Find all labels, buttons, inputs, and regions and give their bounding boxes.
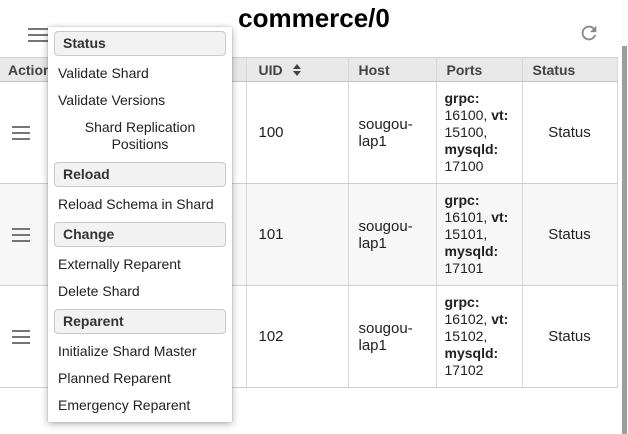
port-label: grpc:: [444, 192, 480, 208]
column-header-status: Status: [522, 57, 618, 82]
scrollbar-track[interactable]: [621, 0, 628, 434]
status-cell[interactable]: Status: [522, 81, 618, 184]
hamburger-bar: [12, 239, 30, 242]
port-label: mysqld:: [444, 345, 499, 361]
port-value: 15100,: [444, 124, 488, 140]
menu-section-status: Status Validate Shard Validate Versions …: [48, 31, 232, 158]
status-cell[interactable]: Status: [522, 183, 618, 286]
row-hamburger-menu-icon[interactable]: [12, 329, 30, 344]
menu-item-reload-schema-in-shard[interactable]: Reload Schema in Shard: [58, 196, 214, 212]
menu-section-header: Reparent: [54, 309, 226, 334]
hamburger-bar: [28, 28, 48, 30]
column-header-ports: Ports: [436, 57, 523, 82]
column-header-host: Host: [348, 57, 437, 82]
sort-down-arrow: [292, 70, 301, 76]
port-label: mysqld:: [444, 141, 499, 157]
port-value: 16100,: [444, 107, 492, 123]
menu-section-reload: Reload Reload Schema in Shard: [48, 162, 232, 218]
hamburger-bar: [12, 125, 30, 128]
port-label: grpc:: [444, 294, 480, 310]
status-cell[interactable]: Status: [522, 285, 618, 388]
port-label: mysqld:: [444, 243, 499, 259]
hamburger-menu-icon[interactable]: [28, 28, 48, 42]
port-value: 16101,: [444, 209, 492, 225]
menu-item-initialize-shard-master[interactable]: Initialize Shard Master: [58, 343, 197, 359]
hamburger-bar: [28, 40, 48, 42]
sort-arrows-icon[interactable]: [292, 63, 301, 76]
menu-item-shard-replication-positions[interactable]: Shard Replication Positions: [84, 119, 196, 152]
page-title: commerce/0: [238, 3, 390, 33]
row-hamburger-menu-icon[interactable]: [12, 227, 30, 242]
port-value: 17102: [444, 362, 484, 378]
port-label: grpc:: [444, 90, 480, 106]
port-label: vt:: [491, 311, 509, 327]
menu-section-header: Reload: [54, 162, 226, 187]
column-header-uid[interactable]: UID: [246, 57, 349, 82]
uid-cell: 101: [246, 183, 349, 286]
host-cell: sougou-lap1: [348, 183, 437, 286]
port-label: vt:: [491, 209, 509, 225]
port-value: 15101,: [444, 226, 488, 242]
port-value: 17100: [444, 158, 484, 174]
refresh-icon[interactable]: [578, 22, 600, 44]
hamburger-bar: [12, 233, 30, 236]
hamburger-bar: [12, 341, 30, 344]
hamburger-bar: [12, 227, 30, 230]
port-value: 16102,: [444, 311, 492, 327]
menu-item-validate-versions[interactable]: Validate Versions: [58, 92, 166, 108]
port-value: 17101: [444, 260, 484, 276]
menu-item-validate-shard[interactable]: Validate Shard: [58, 65, 149, 81]
hamburger-bar: [12, 137, 30, 140]
menu-item-delete-shard[interactable]: Delete Shard: [58, 283, 140, 299]
hamburger-bar: [28, 34, 48, 36]
menu-item-emergency-reparent[interactable]: Emergency Reparent: [58, 397, 191, 413]
row-hamburger-menu-icon[interactable]: [12, 125, 30, 140]
host-cell: sougou-lap1: [348, 81, 437, 184]
host-cell: sougou-lap1: [348, 285, 437, 388]
ports-cell: grpc: 16101, vt: 15101, mysqld: 17101: [436, 183, 523, 286]
menu-section-header: Change: [54, 222, 226, 247]
column-header-uid-label: UID: [258, 61, 283, 78]
hamburger-bar: [12, 335, 30, 338]
port-value: 15102,: [444, 328, 488, 344]
hamburger-bar: [12, 329, 30, 332]
sort-up-arrow: [292, 63, 301, 69]
uid-cell: 102: [246, 285, 349, 388]
menu-section-change: Change Externally Reparent Delete Shard: [48, 222, 232, 305]
scrollbar-thumb[interactable]: [622, 46, 627, 434]
hamburger-bar: [12, 131, 30, 134]
ports-cell: grpc: 16100, vt: 15100, mysqld: 17100: [436, 81, 523, 184]
ports-cell: grpc: 16102, vt: 15102, mysqld: 17102: [436, 285, 523, 388]
menu-section-reparent: Reparent Initialize Shard Master Planned…: [48, 309, 232, 419]
menu-item-externally-reparent[interactable]: Externally Reparent: [58, 256, 181, 272]
uid-cell: 100: [246, 81, 349, 184]
shard-actions-context-menu: Status Validate Shard Validate Versions …: [48, 27, 232, 422]
menu-section-header: Status: [54, 31, 226, 56]
port-label: vt:: [491, 107, 509, 123]
menu-item-planned-reparent[interactable]: Planned Reparent: [58, 370, 171, 386]
